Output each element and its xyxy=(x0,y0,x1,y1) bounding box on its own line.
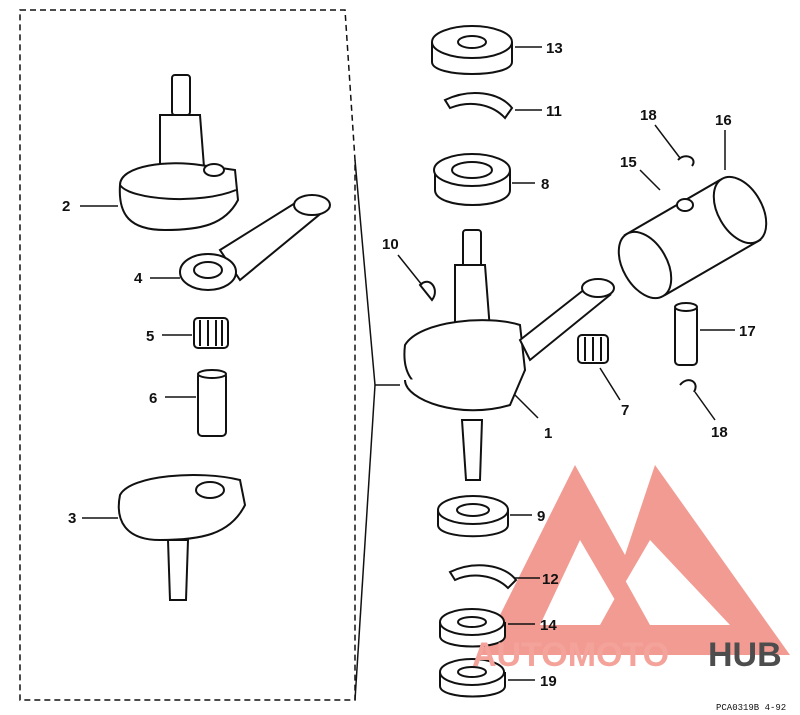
watermark-brand-dark: HUB xyxy=(708,636,782,674)
boundary-pointer-bottom xyxy=(354,384,376,701)
piston-pin-clip-upper xyxy=(677,155,695,167)
piston-pin xyxy=(674,302,698,366)
callout-18-lower: 18 xyxy=(711,424,728,441)
callout-12: 12 xyxy=(542,571,559,588)
piston-pin-clip-lower xyxy=(679,379,697,393)
seal-lower xyxy=(439,608,506,648)
woodruff-key xyxy=(418,280,436,302)
crankshaft-assembly xyxy=(403,229,615,481)
callout-16: 16 xyxy=(715,112,732,129)
lower-crankshaft-half xyxy=(117,474,247,601)
callout-15: 15 xyxy=(620,154,637,171)
retaining-ring-lower xyxy=(448,564,518,590)
callout-8: 8 xyxy=(541,176,549,193)
callout-3: 3 xyxy=(68,510,76,527)
callout-17: 17 xyxy=(739,323,756,340)
leader-lines xyxy=(80,46,735,681)
upper-crankshaft-half xyxy=(118,74,240,232)
needle-bearing-left xyxy=(193,317,229,349)
watermark-logo xyxy=(480,465,790,655)
needle-bearing-right xyxy=(577,334,609,364)
callout-6: 6 xyxy=(149,390,157,407)
connecting-rod-left xyxy=(179,194,331,291)
callout-19: 19 xyxy=(540,673,557,690)
crankshaft-seal xyxy=(431,25,513,75)
callout-11: 11 xyxy=(546,103,562,120)
callout-10: 10 xyxy=(382,236,399,253)
callout-7: 7 xyxy=(621,402,629,419)
callout-9: 9 xyxy=(537,508,545,525)
ball-bearing-lower xyxy=(437,495,509,538)
watermark-brand-light: AUTOMOTO xyxy=(472,636,669,674)
drawing-code: PCA0319B 4-92 xyxy=(716,703,786,713)
ball-bearing-upper xyxy=(433,153,511,206)
callout-1: 1 xyxy=(544,425,552,442)
retaining-ring-upper xyxy=(443,92,514,120)
crank-pin xyxy=(197,369,227,437)
exploded-view-boundary xyxy=(19,9,356,701)
callout-2: 2 xyxy=(62,198,70,215)
piston xyxy=(617,175,768,300)
bearing-bottom xyxy=(439,658,506,698)
callout-5: 5 xyxy=(146,328,154,345)
callout-4: 4 xyxy=(134,270,143,287)
boundary-pointer-top xyxy=(354,159,376,386)
callout-18-upper: 18 xyxy=(640,107,657,124)
callout-14: 14 xyxy=(540,617,557,634)
callout-13: 13 xyxy=(546,40,563,57)
